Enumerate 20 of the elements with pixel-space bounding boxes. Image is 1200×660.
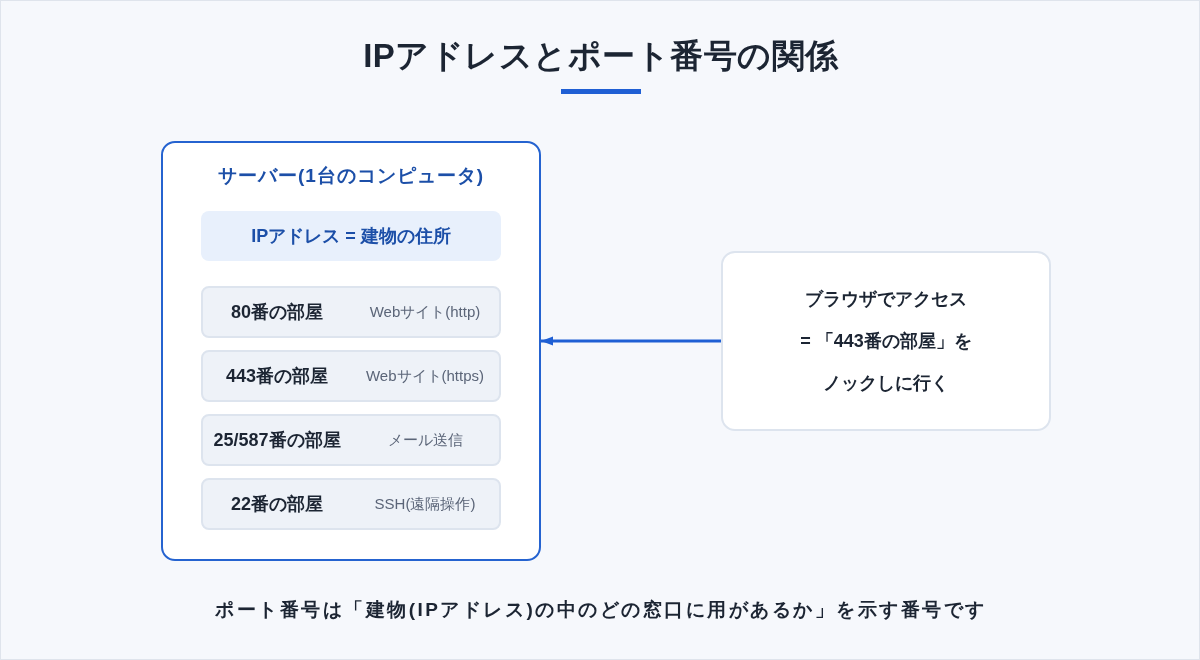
container-box	[161, 141, 541, 561]
room-row	[201, 286, 501, 338]
box-heading: サーバー(1台のコンピュータ)	[217, 165, 485, 186]
caption: ポート番号は「建物(IPアドレス)の中のどの窓口に用があるか」を示す番号です	[215, 599, 987, 620]
service-label: メール送信	[387, 430, 463, 448]
room-name: 80番の部屋	[231, 302, 323, 322]
arrow	[541, 336, 721, 346]
room-row	[201, 414, 501, 466]
room-name: 22番の部屋	[231, 494, 323, 514]
room-row	[201, 478, 501, 530]
room-row	[201, 350, 501, 402]
service-label: SSH(遠隔操作)	[374, 494, 476, 512]
service-label: Webサイト(http)	[369, 302, 481, 320]
title: IPアドレスとポート番号の関係	[363, 37, 839, 74]
band-text: IPアドレス = 建物の住所	[251, 225, 451, 248]
note-box	[721, 251, 1051, 431]
room-name: 443番の部屋	[225, 366, 328, 386]
room-name: 25/587番の部屋	[213, 430, 341, 450]
service-label: Webサイト(https)	[365, 366, 485, 384]
note-text: ブラウザでアクセス = 「443番の部屋」をノックしに行く	[799, 288, 973, 395]
